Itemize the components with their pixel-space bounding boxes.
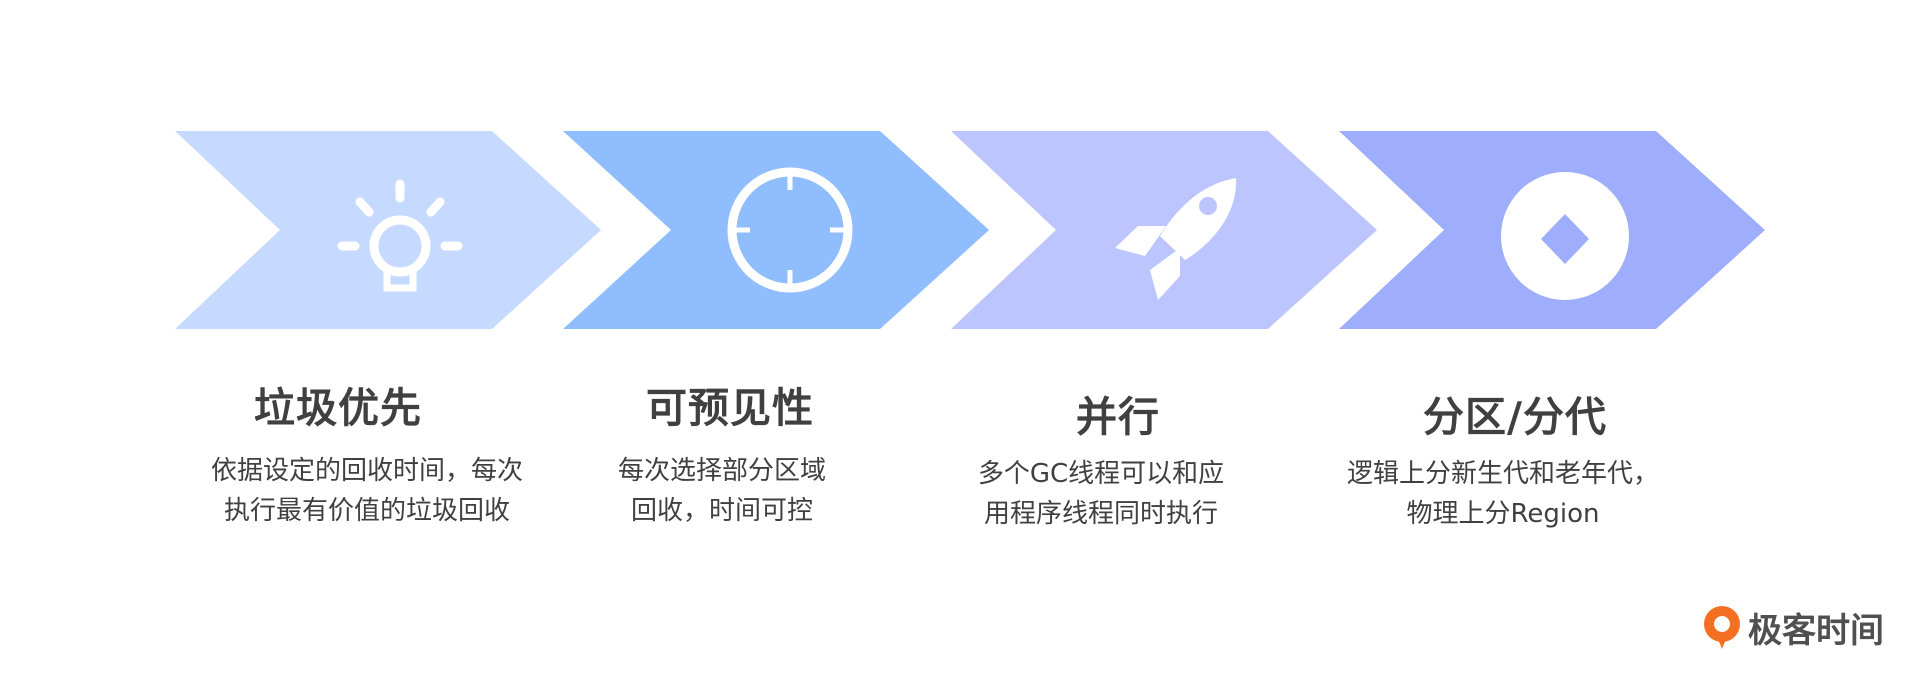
step-4-desc-line-1: 逻辑上分新生代和老年代， [1346,459,1659,489]
step-3-arrow-group [951,131,1377,329]
crosshair-icon [727,167,853,293]
step-1-desc-line-2: 执行最有价值的垃圾回收 [223,496,510,526]
lightbulb-icon [337,179,463,292]
brand-mark-icon [1704,606,1740,649]
step-3-desc-line-2: 用程序线程同时执行 [983,499,1218,529]
step-1-chevron [175,131,601,329]
step-4-description: 逻辑上分新生代和老年代， 物理上分Region [1303,454,1703,534]
step-4-title: 分区/分代 [1423,393,1607,441]
step-2-desc-line-2: 回收，时间可控 [630,496,813,526]
step-2-title: 可预见性 [646,384,814,432]
step-1-description: 依据设定的回收时间，每次 执行最有价值的垃圾回收 [167,451,567,531]
step-4-desc-line-2: 物理上分Region [1406,499,1600,529]
step-3-title: 并行 [1076,393,1160,441]
step-2-description: 每次选择部分区域 回收，时间可控 [522,451,922,531]
rocket-icon [1115,178,1237,300]
step-1-arrow-group [175,131,601,329]
brand-logo: 极客时间 [1702,604,1884,651]
step-2-desc-line-1: 每次选择部分区域 [617,456,826,486]
step-3-desc-line-1: 多个GC线程可以和应 [977,459,1225,489]
process-arrows [175,131,1765,329]
step-2-arrow-group [563,131,989,329]
step-3-description: 多个GC线程可以和应 用程序线程同时执行 [901,454,1301,534]
step-4-arrow-group [1339,131,1765,329]
step-1-desc-line-1: 依据设定的回收时间，每次 [210,456,523,486]
step-1-title: 垃圾优先 [254,384,422,432]
step-2-chevron [563,131,989,329]
brand-name: 极客时间 [1748,610,1884,651]
coin-icon [1501,172,1629,300]
